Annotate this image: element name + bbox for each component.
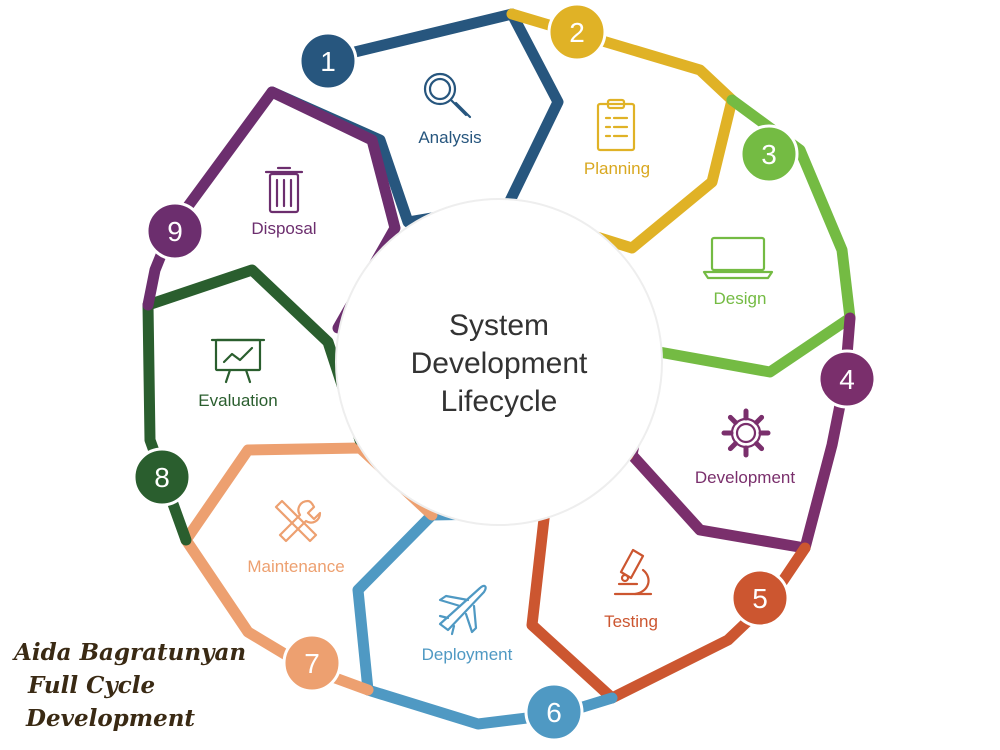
stage-label-deployment: Deployment — [422, 645, 513, 664]
tools-icon — [274, 499, 322, 543]
gear-icon — [721, 408, 771, 458]
badge-number: 2 — [569, 17, 585, 48]
badge-number: 9 — [167, 216, 183, 247]
badge-number: 8 — [154, 462, 170, 493]
segment-planning — [504, 8, 738, 254]
microscope-icon — [613, 548, 653, 596]
badge-number: 1 — [320, 46, 336, 77]
center-title-line-2: Development — [411, 347, 588, 380]
stage-label-design: Design — [714, 289, 767, 308]
center-circle — [335, 198, 663, 526]
badge-2: 2 — [547, 2, 607, 62]
author-caption: Aida Bagratunyan Full Cycle Development — [14, 636, 246, 735]
stage-label-analysis: Analysis — [418, 128, 481, 147]
badge-circle — [282, 633, 342, 693]
badge-4: 4 — [817, 349, 877, 409]
clipboard-icon — [596, 98, 636, 152]
badge-circle — [817, 349, 877, 409]
badge-number: 3 — [761, 139, 777, 170]
badge-9: 9 — [145, 201, 205, 261]
badge-6: 6 — [524, 682, 584, 742]
trash-icon — [264, 166, 304, 214]
badge-7: 7 — [282, 633, 342, 693]
badge-number: 5 — [752, 583, 768, 614]
author-subtitle-line-1: Full Cycle — [28, 672, 156, 699]
badge-circle — [730, 568, 790, 628]
center-title-line-1: System — [449, 309, 549, 342]
badge-number: 4 — [839, 364, 855, 395]
magnifier-icon — [423, 72, 472, 119]
badge-number: 6 — [546, 697, 562, 728]
badge-circle — [739, 124, 799, 184]
badge-8: 8 — [132, 447, 192, 507]
author-subtitle-line-2: Development — [26, 705, 196, 732]
badge-circle — [524, 682, 584, 742]
badge-circle — [145, 201, 205, 261]
badge-1: 1 — [298, 31, 358, 91]
stage-label-testing: Testing — [604, 612, 658, 631]
badge-3: 3 — [739, 124, 799, 184]
badge-circle — [132, 447, 192, 507]
badge-circle — [547, 2, 607, 62]
airplane-icon — [438, 584, 487, 636]
stage-label-planning: Planning — [584, 159, 650, 178]
stage-label-development: Development — [695, 468, 795, 487]
center-title-line-3: Lifecycle — [441, 385, 558, 418]
badge-circle — [298, 31, 358, 91]
badge-5: 5 — [730, 568, 790, 628]
author-name: Aida Bagratunyan — [14, 639, 247, 666]
stage-label-evaluation: Evaluation — [198, 391, 277, 410]
laptop-icon — [702, 236, 774, 280]
stage-label-maintenance: Maintenance — [247, 557, 344, 576]
stage-label-disposal: Disposal — [251, 219, 316, 238]
segment-disposal — [142, 86, 401, 334]
chart-board-icon — [210, 338, 266, 384]
badge-number: 7 — [304, 648, 320, 679]
